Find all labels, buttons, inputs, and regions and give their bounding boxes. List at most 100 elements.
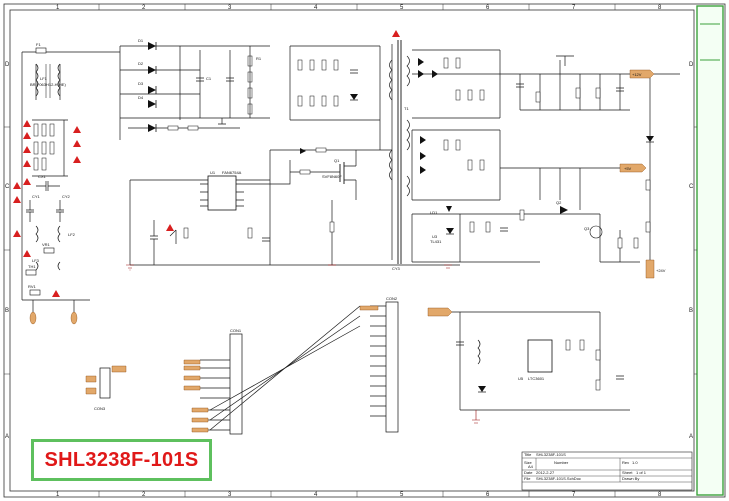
viewer-side-panel (696, 5, 724, 496)
pwm-ic-part: FAN6754A (222, 170, 242, 175)
warning-icon (52, 290, 60, 297)
warning-icon (392, 30, 400, 37)
tb-size: A4 (528, 464, 534, 469)
tb-date-label: Date (524, 470, 533, 475)
model-caption-box: SHL3238F-101S (31, 439, 212, 481)
tb-sheet: 1 of 1 (636, 470, 647, 475)
q3-label: Q3 (584, 226, 590, 231)
mosfet-label: Q1 (334, 158, 340, 163)
bleeder-label: R1 (256, 56, 262, 61)
lf1-label: LF1 (40, 76, 48, 81)
transformer-label: T1 (404, 106, 409, 111)
rv-label: RV1 (28, 284, 36, 289)
varistor: VR1 (42, 242, 55, 254)
tb-sheet-label: Sheet (622, 470, 633, 475)
bridge-rectifier: D1 D2 D3 D4 (119, 38, 240, 140)
grid-col-bottom: 1 (56, 492, 60, 498)
grid-row-labels: D C B A D C B A (5, 62, 694, 440)
main-transformer: T1 CY3 (379, 40, 410, 271)
surge-resistor: RV1 (28, 284, 41, 296)
x-capacitor: CX1 (36, 174, 60, 191)
output-tag-5v (619, 163, 647, 173)
output-tag-24v (645, 259, 655, 279)
warning-icon (166, 224, 174, 231)
warning-icon (23, 120, 31, 127)
cy2-label: CY2 (62, 194, 71, 199)
tb-file-label: File (524, 476, 531, 481)
grid-col-top: 4 (314, 5, 318, 11)
grid-col-bottom: 7 (572, 492, 576, 498)
grid-col-top: 6 (486, 5, 490, 11)
grid-col-bottom: 4 (314, 492, 318, 498)
con2-label: CON2 (386, 296, 398, 301)
grid-row: C (5, 184, 10, 190)
grid-col-top: 1 (56, 5, 60, 11)
varistor-label: VR1 (42, 242, 51, 247)
fuse-label: F1 (36, 42, 41, 47)
lf3-label: LF3 (32, 258, 40, 263)
tl431-label: U3 (432, 234, 438, 239)
grid-row: A (5, 434, 9, 440)
con1-label: CON1 (230, 328, 242, 333)
tb-date: 2012-2-27 (536, 470, 555, 475)
diode-d1 (148, 42, 156, 50)
warning-icon (13, 196, 21, 203)
y-capacitors: CY1 CY2 (26, 194, 71, 222)
diode-d3 (148, 86, 156, 94)
dcdc-converter-section: U5 LTC3601 (427, 307, 630, 424)
pwm-ic-label: U1 (210, 170, 216, 175)
tl431-part: TL431 (430, 239, 442, 244)
output-tag-12v (629, 69, 655, 79)
tb-drawn-label: Drawn By (622, 476, 639, 481)
mosfet-part: SVF8N60F (322, 174, 342, 179)
tb-rev: 1.0 (632, 460, 638, 465)
con3-label: CON3 (94, 406, 106, 411)
pwm-controller-section: U1 FAN6754A Q1 SVF8N60F (126, 147, 460, 271)
tb-title-label: Title (524, 452, 532, 457)
dcdc-ic-label: U5 (518, 376, 524, 381)
bridge-cap-label: CY3 (392, 266, 401, 271)
tb-title: SHL3238F-101S (536, 452, 566, 457)
cy1-label: CY1 (32, 194, 41, 199)
feedback-section: LD1 U3 TL431 Q2 Q3 +24V (411, 200, 666, 279)
dcdc-ic-part: LTC3601 (528, 376, 545, 381)
warning-icon (73, 126, 81, 133)
tb-number-label: Number (554, 460, 569, 465)
warning-icon (23, 250, 31, 257)
d1-label: D1 (138, 38, 144, 43)
grid-col-bottom: 2 (142, 492, 146, 498)
out-12v-label: +12V (632, 72, 642, 77)
grid-col-top: 3 (228, 5, 232, 11)
warning-icon (23, 160, 31, 167)
inner-frame (9, 9, 695, 492)
grid-row: D (5, 62, 10, 68)
connector-con3: CON3 (85, 365, 127, 411)
tb-file: SHL3238F-101S.SchDoc (536, 476, 581, 481)
connector-con2: CON2 (209, 296, 399, 433)
pwm-ic (207, 175, 237, 211)
model-caption: SHL3238F-101S (44, 448, 199, 471)
secondary-output-section: +12V (412, 49, 680, 143)
grid-col-top: 5 (400, 5, 404, 11)
out-5v-label: +5V (624, 166, 632, 171)
secondary-second-winding: +5V (411, 129, 651, 260)
line-filter-lf3: LF3 (32, 258, 61, 271)
grid-col-labels-top: 1 2 3 4 5 6 7 8 (56, 5, 662, 11)
warning-icon (73, 140, 81, 147)
thermistor-label: TH1 (28, 264, 36, 269)
fuse-symbol (35, 47, 47, 54)
grid-col-bottom: 6 (486, 492, 490, 498)
bulk-cap-label: C1 (206, 76, 212, 81)
title-block: Title SHL3238F-101S Size A4 Number Rev 1… (521, 451, 693, 491)
grid-col-top: 7 (572, 5, 576, 11)
warning-icon (23, 146, 31, 153)
diode-d4 (148, 100, 156, 108)
x-cap-label: CX1 (38, 174, 47, 179)
grid-row: B (689, 308, 693, 314)
grid-row: C (689, 184, 694, 190)
grid-ticks (4, 4, 697, 497)
opto-label: LD1 (430, 210, 438, 215)
x-cap-resistor-bank (32, 119, 68, 177)
grid-col-labels-bottom: 1 2 3 4 5 6 7 8 (56, 492, 662, 498)
